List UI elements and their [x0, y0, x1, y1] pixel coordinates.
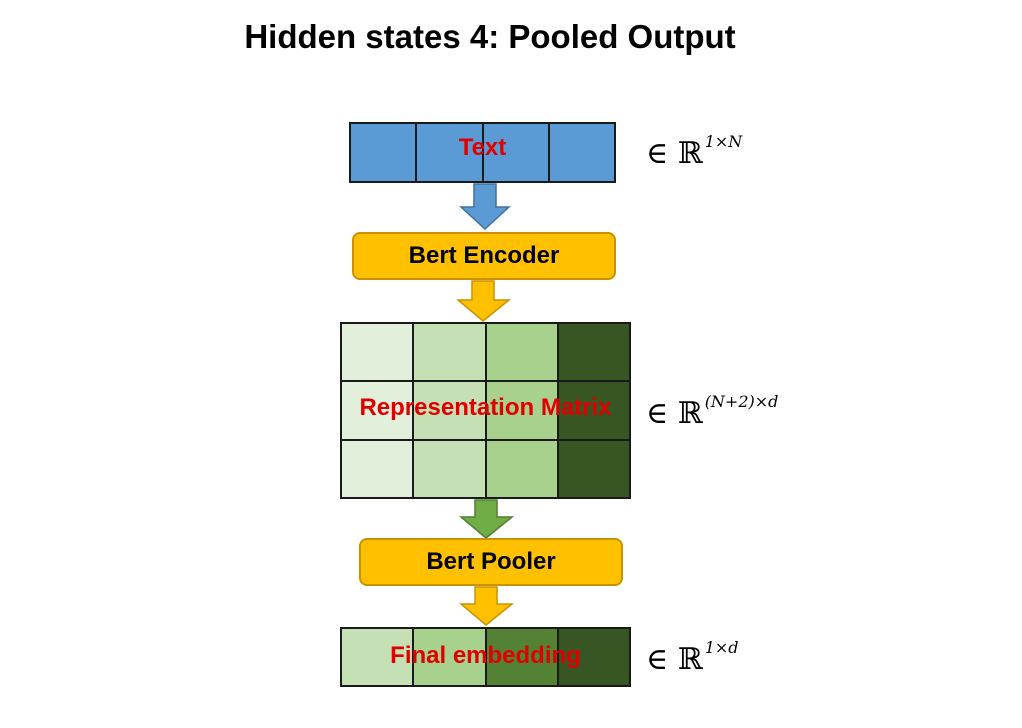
- matrix-cell: [414, 324, 487, 383]
- final-embedding-cell: [342, 629, 415, 687]
- final-embedding-cell: [486, 629, 559, 687]
- text-vector-cell: [549, 124, 616, 183]
- final-embedding-cell: [414, 629, 487, 687]
- diagram-title: Hidden states 4: Pooled Output: [244, 18, 736, 55]
- matrix-cell: [342, 324, 415, 383]
- final-dimension-symbol: ∈ ℝ: [646, 642, 703, 677]
- matrix-cell: [414, 440, 487, 499]
- matrix-cell: [486, 324, 559, 383]
- matrix-dimension-symbol: ∈ ℝ: [646, 396, 703, 431]
- final-dimension-superscript: 1×d: [704, 638, 739, 657]
- matrix-cell: [486, 440, 559, 499]
- text-vector: [349, 122, 616, 183]
- matrix-cell: [558, 382, 631, 441]
- matrix-cell: [342, 382, 415, 441]
- text-dimension-superscript: 1×N: [704, 132, 743, 151]
- text-vector-cell: [483, 124, 550, 183]
- matrix-cell: [414, 382, 487, 441]
- final-embedding-vector: [340, 627, 631, 687]
- representation-matrix: [340, 322, 631, 499]
- final-embedding-cell: [558, 629, 631, 687]
- down-arrow-icon: [456, 280, 512, 322]
- matrix-cell: [558, 440, 631, 499]
- text-dimension-symbol: ∈ ℝ: [646, 136, 703, 171]
- matrix-cell: [558, 324, 631, 383]
- text-vector-cell: [417, 124, 484, 183]
- matrix-cell: [486, 382, 559, 441]
- text-vector-cell: [351, 124, 418, 183]
- down-arrow-icon: [459, 586, 515, 626]
- bert-pooler-box: Bert Pooler: [359, 538, 623, 586]
- matrix-dimension-superscript: (N+2)×d: [704, 392, 779, 411]
- down-arrow-icon: [459, 183, 511, 231]
- down-arrow-icon: [459, 499, 515, 539]
- bert-encoder-box: Bert Encoder: [352, 232, 616, 280]
- matrix-dimension: ∈ ℝ(N+2)×d: [646, 392, 778, 431]
- matrix-cell: [342, 440, 415, 499]
